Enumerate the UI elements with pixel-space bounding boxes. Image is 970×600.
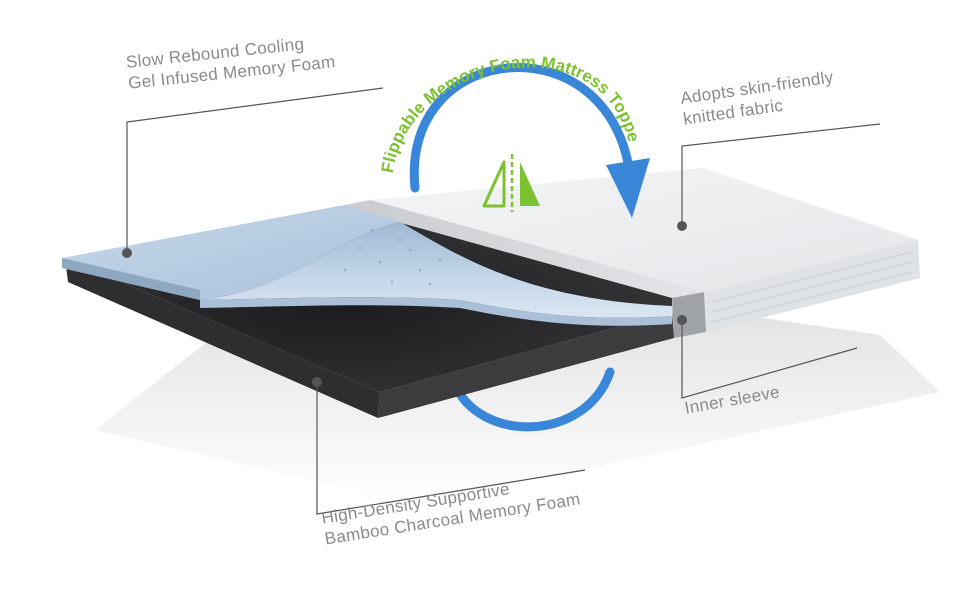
gel-pinholes xyxy=(343,228,442,286)
charcoal-left-edge xyxy=(65,258,380,418)
upper-flip-arrowhead xyxy=(606,158,650,218)
gel-flap-edge xyxy=(200,297,672,326)
fabric-texture xyxy=(711,251,913,323)
gel-peeled-flap xyxy=(200,222,672,318)
inner-sleeve-strip xyxy=(340,200,704,298)
flip-label: Flippable Memory Foam Mattress Topper xyxy=(0,0,643,174)
inner-sleeve-edge xyxy=(672,292,706,338)
gel-layer-top xyxy=(62,205,400,300)
lower-flip-arrow xyxy=(450,367,615,432)
upper-flip-arrow xyxy=(409,63,635,193)
callout-leaders xyxy=(122,87,881,515)
gel-layer-edge xyxy=(62,258,200,300)
charcoal-front-edge xyxy=(378,312,674,418)
fabric-top-surface xyxy=(370,168,918,292)
flip-symmetry-icon xyxy=(482,154,540,212)
